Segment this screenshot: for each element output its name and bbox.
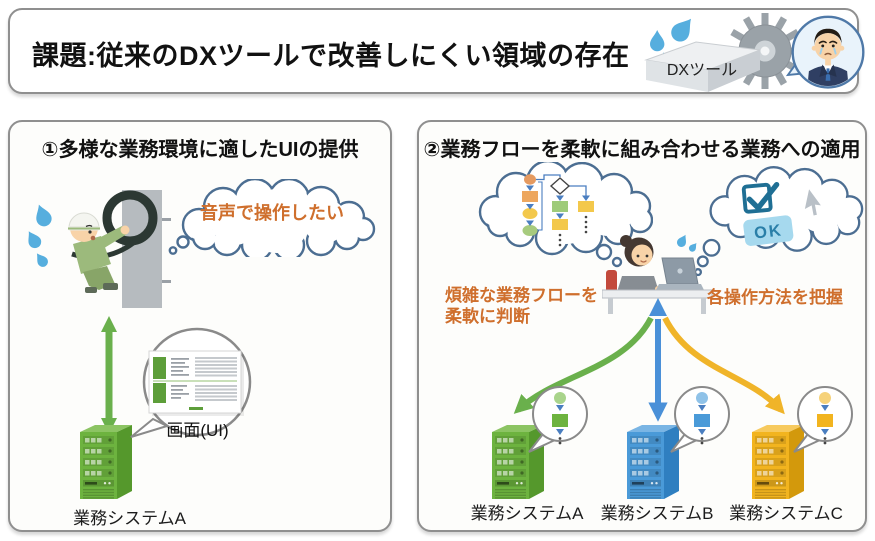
- server-a-label: 業務システムA: [73, 509, 186, 528]
- server-b-flow-bubble: [669, 384, 733, 456]
- panel1-heading: ①多様な業務環境に適したUIの提供: [41, 139, 359, 161]
- server-b-label: 業務システムB: [600, 504, 714, 523]
- server-a-label: 業務システムA: [470, 504, 584, 523]
- right-note: 各操作方法を把握: [707, 288, 843, 307]
- flowchart-thought-cloud: [478, 162, 653, 268]
- panel-workflow: ②業務フローを柔軟に組み合わせる業務への適用: [417, 120, 867, 532]
- check-mark-icon: [746, 181, 780, 211]
- cursor-icon: [802, 185, 825, 218]
- screen-ui-bubble: [130, 327, 252, 438]
- title-bar: 課題:従来のDXツールで改善しにくい領域の存在: [8, 8, 865, 94]
- server-c-flow-bubble: [792, 384, 856, 456]
- voice-thought-cloud: [168, 179, 376, 257]
- panel2-heading: ②業務フローを柔軟に組み合わせる業務への適用: [423, 139, 861, 161]
- mini-flowchart: [522, 174, 594, 247]
- left-note: 煩雑な業務フローを 柔軟に判断: [445, 286, 598, 326]
- worker-climbing-pole-illustration: [27, 190, 171, 308]
- worried-businessman-bubble-illustration: [786, 15, 865, 89]
- page-title: 課題:従来のDXツールで改善しにくい領域の存在: [32, 40, 630, 71]
- server-c-label: 業務システムC: [729, 504, 843, 523]
- ok-button-graphic: OK: [743, 215, 794, 246]
- dx-tool-label: DXツール: [666, 62, 738, 79]
- ok-thought-cloud: OK: [696, 165, 864, 277]
- woman-at-laptop-illustration: [602, 234, 713, 314]
- voice-cloud-text: 音声で操作したい: [200, 203, 344, 223]
- screen-ui-label: 画面(UI): [166, 421, 229, 440]
- bidirectional-arrow: [101, 316, 117, 434]
- svg-text:OK: OK: [753, 221, 784, 242]
- dx-tool-box-illustration: [644, 41, 761, 92]
- server-a-flow-bubble: [527, 384, 591, 456]
- panel-ui-provision: ①多様な業務環境に適したUIの提供: [8, 120, 392, 532]
